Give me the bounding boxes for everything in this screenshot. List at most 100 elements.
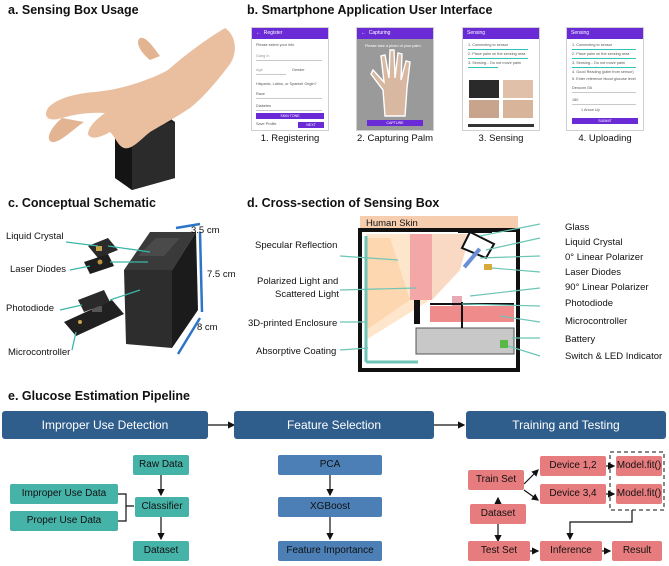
phone-app-bar: ← Register [252,28,328,39]
dimension-width: 3.5 cm [191,225,220,236]
section-title-a: a. Sensing Box Usage [8,3,139,17]
field-underline [256,98,322,99]
step-progress [572,67,636,68]
label-microcontroller: Microcontroller [8,347,71,358]
race-select[interactable]: Race [256,92,265,96]
step-text: 3. Sensing... Do not move palm [572,61,625,65]
node-pca: PCA [278,455,382,475]
node-test-set: Test Set [468,541,530,561]
label-specular-reflection: Specular Reflection [255,240,338,251]
node-improper-use-data: Improper Use Data [10,484,118,504]
age-field[interactable]: Age [256,68,263,72]
label-photodiode: Photodiode [565,298,614,309]
label-microcontroller: Microcontroller [565,316,628,327]
node-dataset: Dataset [133,541,189,561]
sensing-photo [503,80,533,98]
step-text: 1. Connecting to sensor [468,43,509,47]
field-underline [256,74,286,75]
node-train-set: Train Set [468,470,524,490]
label-polarized-light: Polarized Light and [257,276,339,287]
palm-outline-icon [370,49,411,117]
label-enclosure: 3D-printed Enclosure [248,318,338,329]
cgm-select[interactable]: Dexcom G6 [572,86,593,90]
phone-text: Please take a photo of your palm. [365,44,422,48]
node-feature-importance: Feature Importance [278,541,382,561]
phone-uploading: Sensing 1. Connecting to sensor 2. Place… [566,27,644,131]
label-glass: Glass [565,222,590,233]
skin-tone-button[interactable]: SKIN TONE [256,113,324,119]
node-proper-use-data: Proper Use Data [10,511,118,531]
sensing-photo [469,100,499,118]
label-battery: Battery [565,334,596,345]
label-liquid-crystal: Liquid Crystal [6,231,64,242]
label-human-skin: Human Skin [366,218,418,229]
section-title-d: d. Cross-section of Sensing Box [247,196,440,210]
glucose-input[interactable]: 180 [572,98,579,102]
diabetes-select[interactable]: Diabetes [256,104,271,108]
node-raw-data: Raw Data [133,455,189,475]
step-text: 2. Place palm on the sensing area [572,52,630,56]
dimension-depth: 8 cm [197,322,218,333]
node-device-3-4: Device 3,4 [540,484,606,504]
step-progress [468,49,528,50]
name-field[interactable]: Gang In [256,54,270,58]
capture-button[interactable]: CAPTURE [367,120,423,126]
phone-app-bar: Sensing [567,28,643,39]
field-underline [572,92,636,93]
phone-capturing: ← Capturing Please take a photo of your … [356,27,434,131]
field-underline [256,60,322,61]
node-model-fit-1: Model.fit() [616,456,662,476]
progress-bar [468,124,534,127]
phone-app-bar: Sensing [463,28,539,39]
step-progress [468,67,498,68]
step-text: 5. Enter reference blood glucose level [572,77,636,81]
label-liquid-crystal: Liquid Crystal [565,237,623,248]
phone-sensing: Sensing 1. Connecting to sensor 2. Place… [462,27,540,131]
label-laser-diodes: Laser Diodes [565,267,621,278]
node-xgboost: XGBoost [278,497,382,517]
step-text: 1. Connecting to sensor [572,43,613,47]
origin-checkbox[interactable]: Hispanic, Latino, or Spanish Origin? [256,82,317,86]
step-progress [468,58,528,59]
gender-select[interactable]: Gender [292,68,305,72]
phone-caption: 1. Registering [260,133,320,144]
label-laser-diodes: Laser Diodes [10,264,66,275]
node-result: Result [612,541,662,561]
phone-text: Please select your info [256,43,295,47]
label-absorptive-coating: Absorptive Coating [256,346,337,357]
step-text: 4. Good Reading (palm from sensor) [572,70,634,74]
phone-bar-title: Capturing [368,30,391,36]
phone-bar-title: Register [263,30,283,36]
label-0-polarizer: 0° Linear Polarizer [565,252,644,263]
node-dataset-split: Dataset [470,504,526,524]
phone-registering: ← Register Please select your info Gang … [251,27,329,131]
save-profile-checkbox[interactable]: Save Profile [256,122,277,126]
label-90-polarizer: 90° Linear Polarizer [565,282,649,293]
label-scattered-light: Scattered Light [275,289,339,300]
step-text: 3. Sensing... Do not move palm [468,61,521,65]
phone-caption: 4. Uploading [578,133,632,144]
phone-bar-title: Sensing [467,30,486,36]
submit-button[interactable]: SUBMIT [572,118,638,124]
phone-app-bar: ← Capturing [357,28,433,39]
label-switch-led: Switch & LED Indicator [565,351,663,362]
back-arrow-icon[interactable]: ← [256,30,261,36]
sensing-photo [503,100,533,118]
stage-improper-use-detection: Improper Use Detection [2,411,208,439]
back-arrow-icon[interactable]: ← [361,30,366,36]
node-inference: Inference [540,541,602,561]
phone-caption: 3. Sensing [478,133,524,144]
node-classifier: Classifier [135,497,189,517]
next-button[interactable]: NEXT [298,122,324,128]
step-text: 2. Place palm on the sensing area [468,52,526,56]
section-title-c: c. Conceptual Schematic [8,196,156,210]
section-title-b: b. Smartphone Application User Interface [247,3,493,17]
section-title-e: e. Glucose Estimation Pipeline [8,389,190,403]
sensing-photo [469,80,499,98]
field-underline [572,104,636,105]
step-progress [572,58,636,59]
phone-caption: 2. Capturing Palm [356,133,434,144]
stage-feature-selection: Feature Selection [234,411,434,439]
node-device-1-2: Device 1,2 [540,456,606,476]
trend-select[interactable]: 1 Arrow Up [581,108,600,112]
